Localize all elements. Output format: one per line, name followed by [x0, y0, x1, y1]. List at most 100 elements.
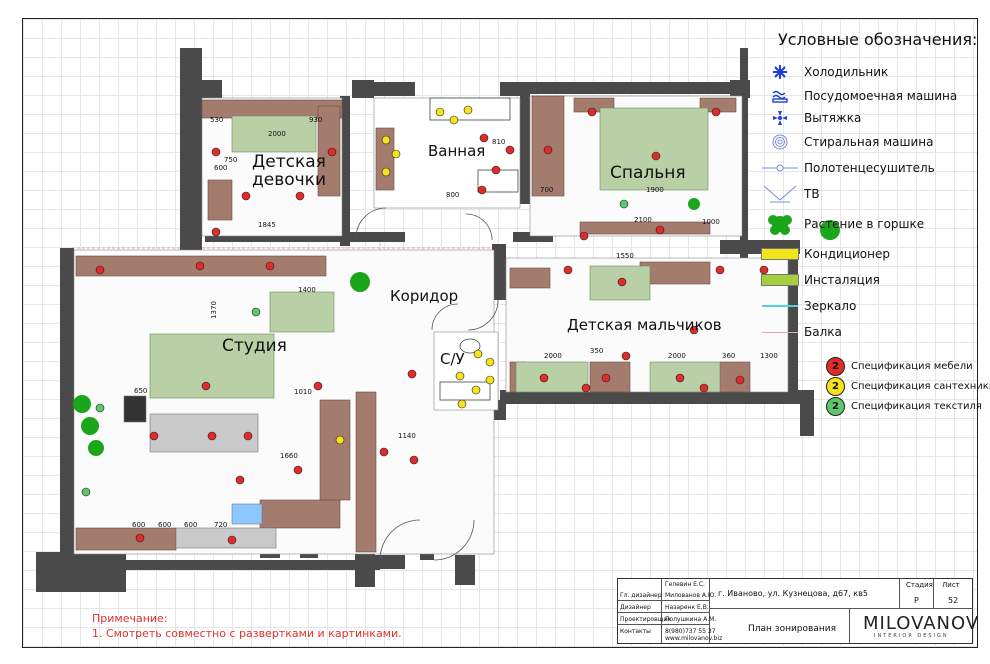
spec-legend-item: 2 Спецификация сантехники	[826, 376, 990, 396]
spec-marker	[381, 167, 391, 177]
spec-marker	[335, 435, 345, 445]
dim-label: 600	[214, 164, 228, 172]
spec-marker	[479, 133, 489, 143]
legend-label: Зеркало	[804, 299, 857, 313]
legend-item: Инсталяция	[760, 270, 880, 290]
plants	[73, 198, 840, 456]
spec-marker	[211, 227, 221, 237]
spec-marker	[651, 151, 661, 161]
project-address: г. Иваново, ул. Кузнецова, д67, кв5	[718, 589, 868, 598]
dim-label: 2100	[634, 216, 652, 224]
legend-label: Полотенцесушитель	[804, 161, 935, 175]
brand-logo: MILOVANOV	[863, 613, 980, 634]
legend-label: Балка	[804, 325, 842, 339]
legend-item: Растение в горшке	[760, 214, 925, 235]
spec-marker	[601, 373, 611, 383]
dim-label: 2000	[268, 130, 286, 138]
room-girls: Детская девочки	[252, 152, 326, 190]
brand-subtitle: INTERIOR DESIGN	[874, 633, 949, 639]
spec-marker	[95, 403, 105, 413]
beam-line	[762, 331, 798, 333]
dim-label: 600	[132, 521, 146, 529]
dim-label: 930	[309, 116, 323, 124]
spec-legend-item: 2 Спецификация текстиля	[826, 396, 982, 416]
dim-label: 600	[184, 521, 198, 529]
legend-item: Холодильник	[760, 62, 888, 82]
contact-phone: 8(980)737 55 37	[665, 628, 716, 635]
room-bath: Ванная	[428, 142, 486, 160]
sheet-number: 52	[948, 596, 959, 605]
spec-marker	[327, 147, 337, 157]
legend-item: Полотенцесушитель	[760, 158, 935, 178]
snowflake-icon	[760, 62, 800, 82]
person-name: Назаренк Е.В.	[665, 604, 709, 611]
legend-label: Растение в горшке	[804, 217, 925, 231]
spec-marker	[381, 135, 391, 145]
legend-label: ТВ	[804, 187, 820, 201]
spec-marker	[473, 349, 483, 359]
spec-marker	[295, 191, 305, 201]
legend-item: Стиральная машина	[760, 132, 934, 152]
dim-label: 750	[224, 156, 238, 164]
room-studio: Студия	[222, 336, 287, 356]
spec-marker	[539, 373, 549, 383]
spec-marker	[621, 351, 631, 361]
spec-marker	[243, 431, 253, 441]
spec-marker	[201, 381, 211, 391]
spec-textile-badge: 2	[826, 396, 845, 416]
spec-marker	[455, 371, 465, 381]
spec-marker	[407, 369, 417, 379]
person-name: Милованов А.Ю.	[665, 592, 717, 599]
spec-marker	[135, 533, 145, 543]
role-label: Дизайнер	[620, 604, 651, 611]
dim-label: 1010	[294, 388, 312, 396]
spec-marker	[587, 107, 597, 117]
spec-marker	[457, 399, 467, 409]
stage-value: Р	[914, 596, 919, 605]
dim-label: 810	[492, 138, 506, 146]
spec-marker	[207, 431, 217, 441]
person-name: Полушкина А.М.	[665, 616, 717, 623]
spec-marker	[391, 149, 401, 159]
spec-marker	[477, 185, 487, 195]
spec-marker	[463, 105, 473, 115]
note-text: 1. Смотреть совместно с развертками и ка…	[92, 627, 402, 641]
dim-label: 360	[722, 352, 736, 360]
spec-marker	[241, 191, 251, 201]
spec-marker	[655, 225, 665, 235]
mirror-line	[762, 305, 798, 307]
plant-icon	[760, 214, 800, 235]
dim-label: 2000	[544, 352, 562, 360]
legend-label: Посудомоечная машина	[804, 89, 958, 103]
sheet-label: Лист	[942, 581, 960, 589]
dim-label: 650	[134, 387, 148, 395]
spec-marker	[251, 307, 261, 317]
dim-label: 1660	[280, 452, 298, 460]
stage-label: Стадия	[906, 581, 933, 589]
spec-marker	[735, 375, 745, 385]
note-title: Примечание:	[92, 612, 168, 625]
legend-item: Зеркало	[760, 296, 856, 316]
sheet-title: План зонирования	[748, 624, 836, 634]
spec-marker	[543, 145, 553, 155]
role-label: Гл. дизайнер	[620, 592, 662, 599]
fan-icon	[760, 108, 800, 128]
role-label: Проектировщик	[620, 616, 671, 623]
spec-marker	[715, 265, 725, 275]
legend-item: Посудомоечная машина	[760, 86, 957, 106]
spec-marker	[195, 261, 205, 271]
dim-label: 1845	[258, 221, 276, 229]
title-block: Гл. дизайнер Дизайнер Проектировщик Конт…	[617, 578, 978, 644]
spec-marker	[293, 465, 303, 475]
legend-item: Кондиционер	[760, 244, 890, 264]
legend-label: Инсталяция	[804, 273, 880, 287]
installation-swatch	[761, 274, 799, 286]
contact-site: www.milovanov.biz	[665, 635, 723, 642]
room-bedroom: Спальня	[610, 163, 686, 183]
room-corridor: Коридор	[390, 287, 459, 305]
spec-marker	[563, 265, 573, 275]
room-boys: Детская мальчиков	[567, 316, 722, 334]
spec-furniture-badge: 2	[826, 356, 845, 376]
role-label: Контакты	[620, 628, 651, 635]
